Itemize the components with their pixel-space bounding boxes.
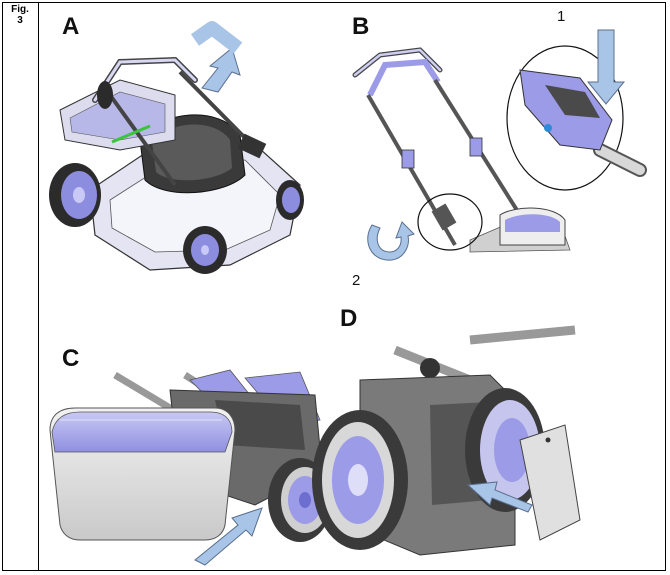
panel-b-rotate-arrow-icon [367,221,415,261]
panel-d-rear-flap-illustration [312,325,581,556]
panel-a-rear-left-wheel [49,163,101,227]
label-column-divider [38,2,39,571]
panel-b-latch-callout-circle [417,193,483,251]
panel-letter-d: D [340,305,358,332]
panel-d-right-wheel [465,388,545,512]
panel-a-rear-right-wheel [97,81,113,109]
panel-c-grassbox-illustration [49,369,332,566]
panel-b-handle-illustration [352,29,647,261]
panel-b-step-1-number: 1 [557,8,566,25]
panel-letter-c: C [62,345,80,372]
panel-a-mower-illustration [49,21,304,274]
panel-d-left-wheel [312,410,408,550]
panel-letter-a: A [62,13,80,40]
panel-a-front-right-wheel [276,180,304,220]
figure-label: Fig. 3 [11,4,29,26]
panel-b-zoom-callout-circle [506,45,624,191]
panel-a-lift-arrow-icon [201,47,241,93]
panel-b-step-2-number: 2 [352,272,361,289]
panel-d-insert-arrow-icon [466,481,533,513]
panel-a-front-left-wheel [183,226,227,274]
panel-letter-b: B [352,13,370,40]
panel-c-attach-arrow-icon [194,507,263,566]
panel-b-press-down-arrow-icon [586,29,626,105]
